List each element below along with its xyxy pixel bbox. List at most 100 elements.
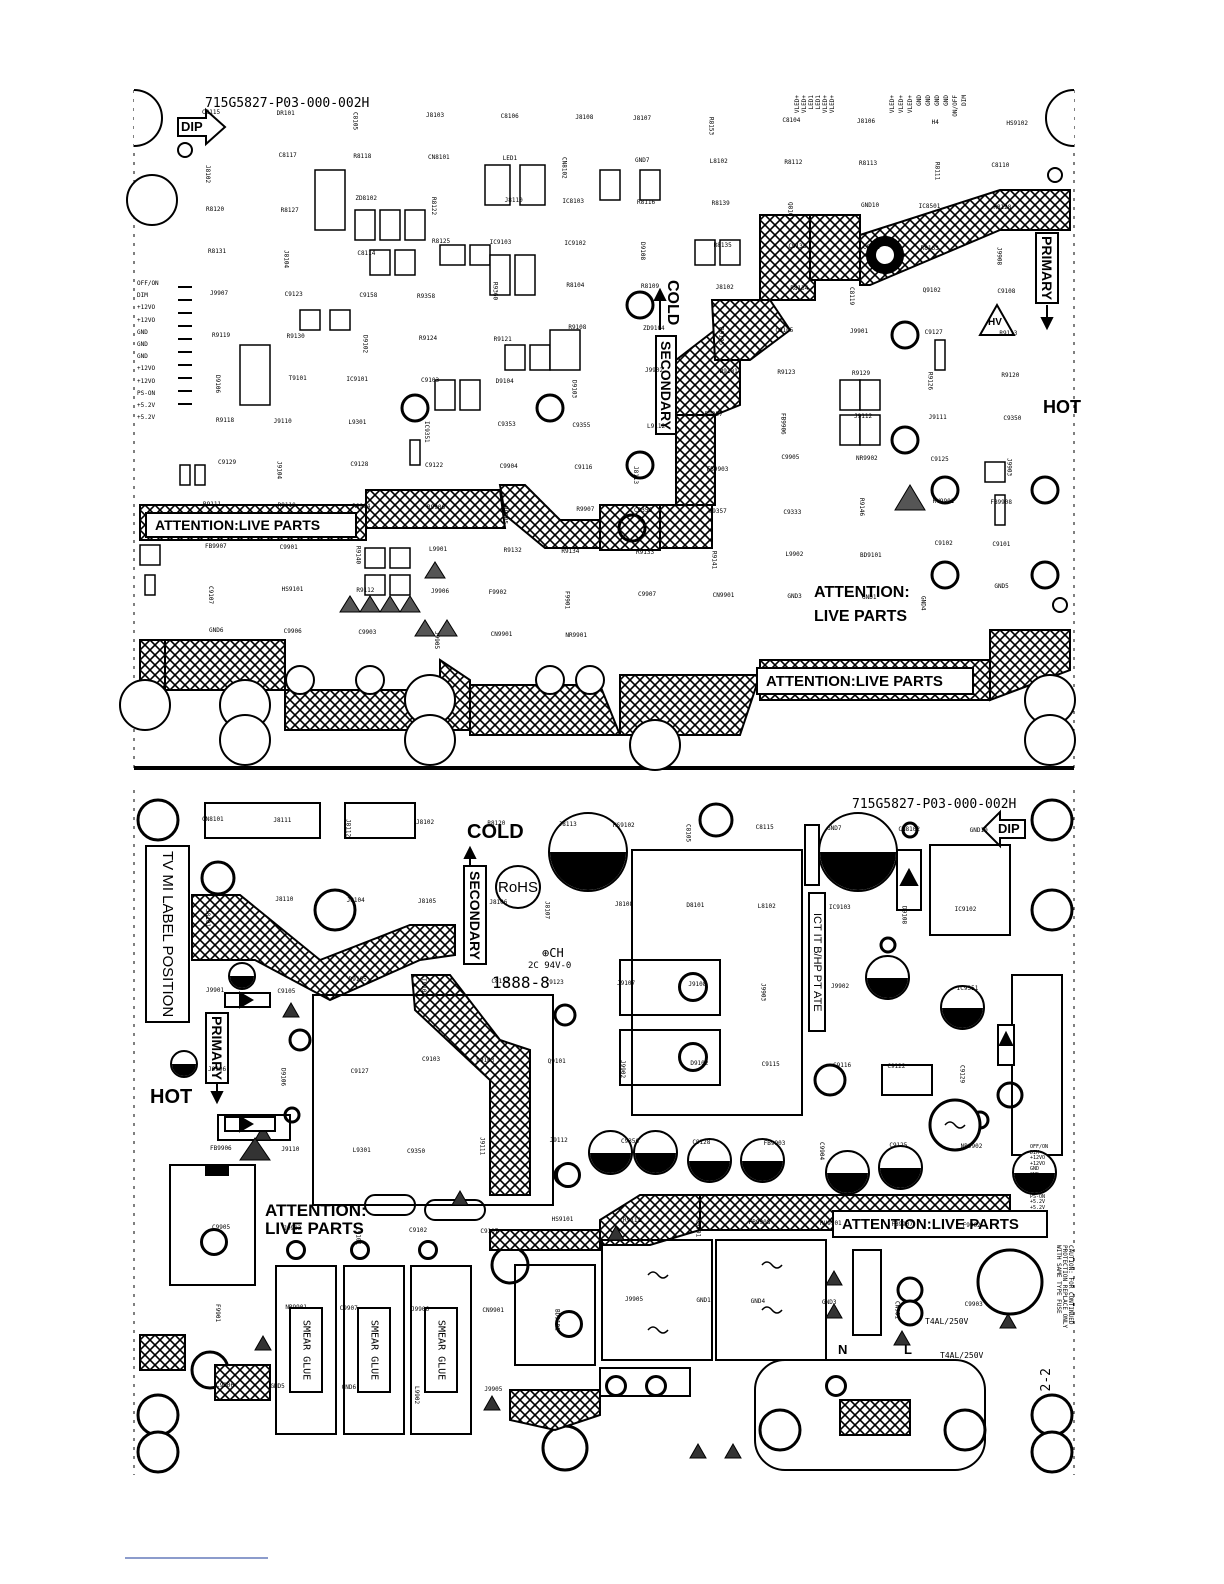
top-ref: R9130 <box>286 333 305 341</box>
top-ref: C9905 <box>781 453 800 461</box>
bottom-ref: GND5 <box>270 1383 285 1390</box>
top-ref: R9119 <box>212 332 231 340</box>
bottom-ref: HS9102 <box>613 822 635 829</box>
top-ref: R9357 <box>704 410 723 418</box>
top-ref: NR9902 <box>856 454 878 462</box>
bottom-ref: C9903 <box>964 1301 983 1308</box>
top-ref: J9901 <box>850 328 869 336</box>
bottom-ref: D9105 <box>348 976 367 983</box>
bottom-board-outline <box>125 790 1075 1559</box>
top-connector-right-label: VLED+ <box>907 95 914 114</box>
top-ref: D9108 <box>639 242 646 261</box>
top-ref: C9350 <box>1003 414 1022 422</box>
bottom-ref: C9123 <box>545 979 564 986</box>
top-ref: DR101 <box>276 110 295 117</box>
top-ref: R8112 <box>784 159 803 167</box>
bottom-ref: D9102 <box>690 1060 709 1067</box>
bottom-ref: J9905 <box>625 1296 644 1303</box>
bottom-ref: IC9351 <box>956 985 979 992</box>
top-ref: R9123 <box>777 369 796 377</box>
bottom-primary-label: PRIMARY <box>205 1012 229 1084</box>
top-hot-label: HOT <box>1043 397 1081 417</box>
top-ref: R8109 <box>641 283 660 291</box>
bottom-ref: J9111 <box>478 1137 486 1156</box>
top-ref: R9129 <box>852 370 871 378</box>
bottom-ref: C9103 <box>422 1056 441 1063</box>
cap-c8112 <box>865 955 910 1000</box>
top-ref: R9124 <box>419 335 438 343</box>
bottom-pin-label: GND <box>1030 1171 1040 1178</box>
bottom-ref: FB9908 <box>748 1219 771 1226</box>
top-ref: R9907 <box>576 505 595 513</box>
bottom-ref: C8115 <box>755 824 774 831</box>
top-ref: L9301 <box>348 418 367 426</box>
bottom-attention-right-text: ATTENTION:LIVE PARTS <box>842 1215 1019 1233</box>
top-ref: C9356 <box>634 506 653 514</box>
bottom-pin-label: +12VO <box>1030 1182 1046 1189</box>
bottom-ref: J8108 <box>615 901 634 908</box>
top-ref: F9901 <box>563 590 571 609</box>
bottom-ref: D9103 <box>476 1057 495 1064</box>
top-ref: R8120 <box>206 206 225 214</box>
bottom-ref: IC9103 <box>829 904 851 911</box>
cap-c9115 <box>588 1130 633 1175</box>
hv-triangle <box>978 302 1016 336</box>
top-ref: CN9901 <box>712 591 735 599</box>
bottom-ref: FB9903 <box>763 1140 786 1147</box>
top-ref: R8104 <box>566 282 585 290</box>
bottom-ref: J9903 <box>283 1225 302 1232</box>
top-ref: CN8101 <box>428 154 450 162</box>
bottom-ref: C9116 <box>833 1062 852 1069</box>
bottom-ref: CN901 <box>893 1301 901 1320</box>
top-mount-pads <box>400 290 1060 590</box>
top-ref: FB9906 <box>779 412 787 435</box>
smear-glue-label: SMEAR GLUE <box>368 1319 380 1381</box>
bottom-ref: C8112 <box>491 978 510 985</box>
top-ref: L9112 <box>647 422 666 430</box>
top-pin-label: +12VO <box>137 316 156 324</box>
top-ref: GND3 <box>787 592 802 600</box>
top-connector-pins <box>178 286 192 405</box>
bottom-ref: J8112 <box>344 819 352 838</box>
top-ref: R8131 <box>208 248 227 256</box>
top-ref: J9104 <box>275 460 283 479</box>
top-ref: R9111 <box>203 500 222 508</box>
bottom-ref: C9105 <box>277 988 296 995</box>
top-ref: J8108 <box>575 114 594 121</box>
top-ref: J9112 <box>854 412 873 420</box>
bottom-ref: C9128 <box>692 1139 711 1146</box>
top-ref: J8102 <box>715 284 734 292</box>
bottom-ref: J9902 <box>831 983 850 990</box>
top-ref: J8104 <box>282 250 290 269</box>
top-ref: R9121 <box>493 336 512 344</box>
top-pin-label: +12VO <box>137 377 156 385</box>
top-ref: GND6 <box>209 626 224 634</box>
bottom-ref: J8110 <box>275 896 294 903</box>
bottom-pin-label: +5.2V <box>1030 1204 1046 1211</box>
pad-bd9101 <box>555 1310 583 1338</box>
bottom-ref: F9901 <box>214 1304 221 1323</box>
top-ref: R8163 <box>920 245 939 253</box>
ul-rating: 2C 94V-0 <box>528 961 572 971</box>
tv-label-text: TV MI LABEL POSITION <box>159 850 176 1018</box>
top-ref: J9110 <box>273 417 292 425</box>
bottom-secondary-label: SECONDARY <box>463 865 487 965</box>
top-ref: R9905 <box>501 505 509 524</box>
neutral-label: N <box>838 1342 848 1357</box>
top-ref: NR9901 <box>565 631 588 639</box>
top-secondary-label: SECONDARY <box>655 335 677 435</box>
top-ref: R9904 <box>352 502 371 510</box>
smear-glue-c9107: SMEAR GLUE <box>275 1265 337 1435</box>
cap-c8105 <box>818 812 898 892</box>
cap-c9128 <box>740 1138 785 1183</box>
top-ref: L8102 <box>709 158 728 166</box>
top-pin-label: +5.2V <box>137 414 156 422</box>
bottom-ref: C9356 <box>621 1138 640 1145</box>
bottom-ref: J8104 <box>346 897 365 904</box>
cap-c9105 <box>228 962 256 990</box>
top-ref: C9105 <box>775 327 794 335</box>
bottom-ref: C9129 <box>958 1065 966 1084</box>
top-ref: J8102 <box>204 165 211 184</box>
top-ref: FB9903 <box>706 465 729 473</box>
cap-c9350 <box>878 1145 923 1190</box>
